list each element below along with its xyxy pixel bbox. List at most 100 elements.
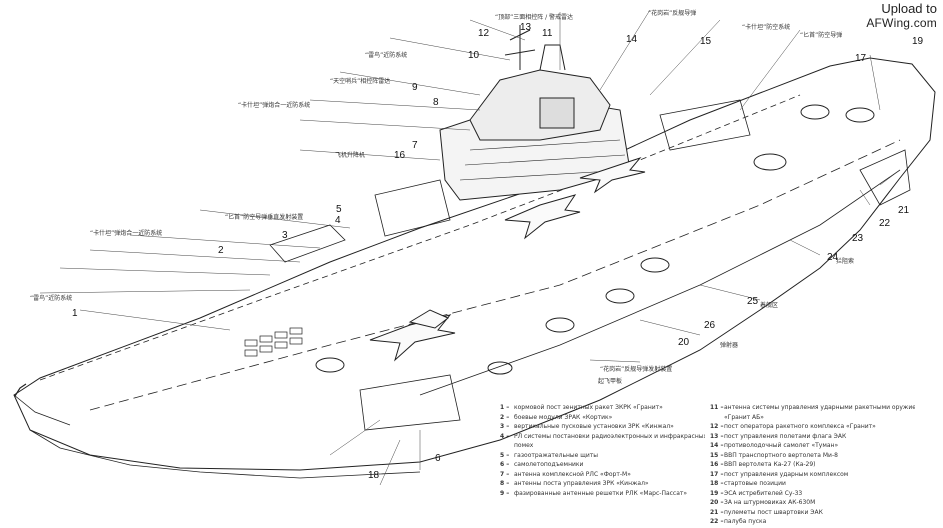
watermark-line1: Upload to bbox=[881, 1, 937, 16]
legend-text: газоотражательные щиты bbox=[514, 451, 599, 459]
carrier-diagram: Upload to AFWing.com 1 2 3 4 5 6 7 8 9 1… bbox=[13, 1, 937, 525]
legend-number: 20 – bbox=[710, 499, 724, 506]
legend-row: 22 –палуба пуска bbox=[710, 518, 915, 528]
legend-row: 13 –пост управления полетами флага ЭАК bbox=[710, 433, 915, 443]
helo-spot-3 bbox=[605, 288, 635, 304]
legend-row: 21 –пулеметы пост швартовки ЭАК bbox=[710, 509, 915, 519]
legend-text: кормовой пост зенитных ракет ЗКРК «Грани… bbox=[514, 404, 663, 411]
legend-row: 3 – вертикальные пусковые установки ЗРК «… bbox=[500, 423, 705, 433]
callout-20: 20 bbox=[678, 337, 690, 348]
caption-left-a: “天空哨兵”相控阵雷达 bbox=[330, 78, 391, 85]
helo-spot-4 bbox=[640, 257, 670, 273]
ski-jump bbox=[14, 383, 27, 397]
legend-text: помех bbox=[514, 442, 534, 449]
legend-column-left: 1 – кормовой пост зенитных ракет ЗКРК «Гр… bbox=[500, 404, 705, 499]
legend-number: 21 – bbox=[710, 508, 724, 516]
carrier-drawing bbox=[13, 9, 936, 486]
callout-26: 26 bbox=[704, 320, 716, 331]
caption-left-d: 飞机升降机 bbox=[335, 152, 366, 159]
legend-number: 3 – bbox=[500, 423, 510, 430]
callout-19: 19 bbox=[912, 36, 924, 47]
legend-text: фазированные антенные решетки РЛК «Марс-… bbox=[514, 489, 688, 497]
legend-text: РЛ системы постановки радиоэлектронных и… bbox=[514, 432, 705, 440]
legend-number: 16 – bbox=[710, 461, 724, 468]
legend-row: 20 –ЗА на штурмовиках АК-630М bbox=[710, 499, 915, 509]
deck-edge-port bbox=[13, 394, 71, 426]
legend-text: антенны поста управления ЗРК «Кинжал» bbox=[514, 480, 649, 487]
legend-text: самолетоподъемники bbox=[514, 461, 584, 468]
aircraft-2 bbox=[579, 156, 646, 194]
helo-spot-7 bbox=[845, 107, 875, 123]
caption-left-c: “雷鸟”近防系统 bbox=[365, 52, 408, 59]
caption-mid-b: 着舰区 bbox=[760, 302, 779, 309]
legend-text: стартовые позиции bbox=[724, 480, 786, 487]
legend-row: 6 – самолетоподъемники bbox=[500, 461, 705, 471]
legend-text: «Гранит АБ» bbox=[724, 413, 764, 421]
legend-text: боевые модули ЗРАК «Кортик» bbox=[514, 413, 613, 421]
legend-row: 19 –ЭСА истребителей Су-33 bbox=[710, 490, 915, 500]
callout-1: 1 bbox=[72, 308, 78, 319]
callout-9: 9 bbox=[412, 82, 418, 93]
legend-row: 2 – боевые модули ЗРАК «Кортик» bbox=[500, 414, 705, 424]
callout-22: 22 bbox=[879, 218, 891, 229]
caption-left-e: “匕首”防空导弹垂直发射装置 bbox=[225, 214, 304, 221]
legend-row: 8 –антенны поста управления ЗРК «Кинжал» bbox=[500, 480, 705, 490]
helo-spot-2 bbox=[545, 317, 575, 333]
legend-text: палуба пуска bbox=[724, 518, 767, 525]
vls-grid bbox=[244, 327, 303, 357]
caption-bot-b: 起飞甲板 bbox=[598, 378, 623, 385]
callout-7: 7 bbox=[412, 140, 418, 151]
callout-8: 8 bbox=[433, 97, 439, 108]
callout-3: 3 bbox=[282, 230, 288, 241]
port-gallery bbox=[269, 224, 346, 263]
caption-mid-c: 弹射器 bbox=[720, 342, 739, 349]
helo-spot-5 bbox=[753, 153, 787, 171]
legend-text: ЗА на штурмовиках АК-630М bbox=[724, 499, 816, 506]
legend-number: 6 – bbox=[500, 461, 510, 468]
legend-number: 19 – bbox=[710, 489, 724, 497]
legend-row: 14 –противолодочный самолет «Туман» bbox=[710, 442, 915, 452]
callout-10: 10 bbox=[468, 50, 480, 61]
legend-number: 4 – bbox=[500, 432, 510, 440]
legend-number: 2 – bbox=[500, 413, 510, 421]
legend-row: 18 –стартовые позиции bbox=[710, 480, 915, 490]
port-sponson bbox=[359, 374, 461, 431]
caption-left-f: “卡什坦”弹炮合一近防系统 bbox=[90, 230, 163, 237]
legend-number: 7 – bbox=[500, 470, 510, 478]
elevator-1 bbox=[374, 179, 451, 237]
callout-4: 4 bbox=[335, 215, 341, 226]
legend-row: 15 –ВВП транспортного вертолета Ми-8 bbox=[710, 452, 915, 462]
callout-21: 21 bbox=[898, 205, 910, 216]
legend-text: пост управления полетами флага ЭАК bbox=[724, 432, 847, 440]
legend-row: 5 –газоотражательные щиты bbox=[500, 452, 705, 462]
watermark-line2: AFWing.com bbox=[866, 16, 937, 30]
caption-right-b: “匕首”防空导弹 bbox=[800, 32, 843, 39]
callout-5: 5 bbox=[336, 204, 342, 215]
caption-top-a: “顶部”三面相控阵 / 警戒雷达 bbox=[495, 14, 574, 21]
callout-11: 11 bbox=[542, 28, 553, 39]
legend-row: 17 –пост управления ударным комплексом bbox=[710, 471, 915, 481]
callout-25: 25 bbox=[747, 296, 759, 307]
hull-lower-edge bbox=[29, 429, 421, 479]
legend-text: вертикальные пусковые установки ЗРК «Кин… bbox=[514, 423, 674, 430]
callout-15: 15 bbox=[700, 36, 712, 47]
legend-row: 9 – фазированные антенные решетки РЛК «Ма… bbox=[500, 490, 705, 500]
legend-number: 17 – bbox=[710, 470, 724, 478]
legend-number: 9 – bbox=[500, 489, 510, 497]
legend-number: 15 – bbox=[710, 451, 724, 459]
legend-number: 14 – bbox=[710, 442, 724, 449]
legend-text: противолодочный самолет «Туман» bbox=[724, 442, 839, 449]
legend-text: антенна комплексной РЛС «Форт-М» bbox=[514, 470, 631, 478]
helo-spot-6 bbox=[800, 104, 830, 120]
island-radar-block bbox=[539, 97, 575, 129]
callout-18: 18 bbox=[368, 470, 380, 481]
legend-number: 1 – bbox=[500, 404, 510, 411]
callout-6: 6 bbox=[435, 453, 441, 464]
legend-row: помех bbox=[500, 442, 705, 452]
callout-12: 12 bbox=[478, 28, 490, 39]
legend-row: 4 – РЛ системы постановки радиоэлектронны… bbox=[500, 433, 705, 443]
legend-text: ВВП вертолета Ка-27 (Ка-29) bbox=[724, 461, 816, 468]
legend-row: 12 –пост оператора ракетного комплекса «… bbox=[710, 423, 915, 433]
legend-text: ВВП транспортного вертолета Ми-8 bbox=[724, 451, 838, 459]
legend-number: 18 – bbox=[710, 480, 724, 487]
